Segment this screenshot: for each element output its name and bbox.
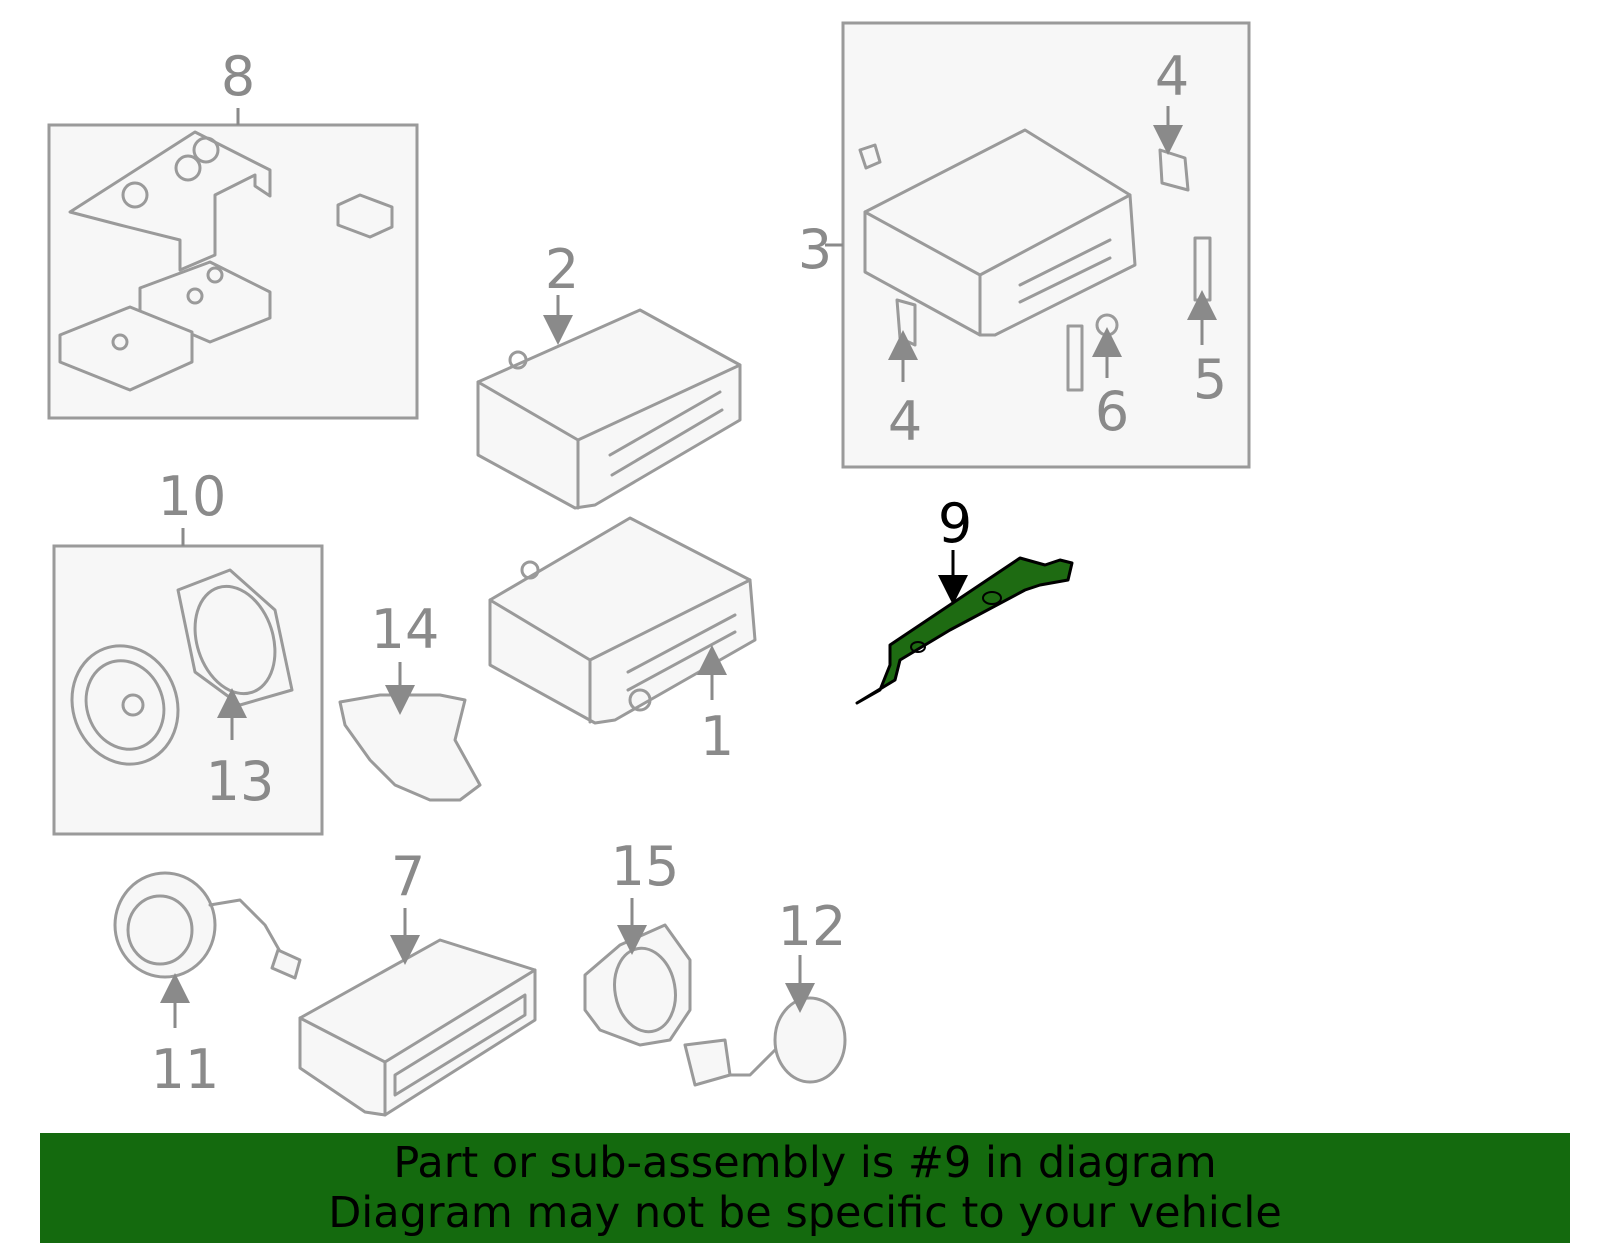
callout-5: 5 [1193,348,1227,411]
callout-6: 6 [1095,380,1129,443]
callout-1: 1 [700,705,734,768]
bracket-14 [338,662,482,802]
banner-line-1: Part or sub-assembly is #9 in diagram [393,1138,1217,1188]
speaker-bezel-15 [583,898,692,1047]
assembly-10-box [52,528,324,836]
callout-14: 14 [371,598,440,661]
callout-12: 12 [778,895,847,958]
banner-line-2: Diagram may not be specific to your vehi… [328,1188,1282,1238]
radio-unit-2 [476,295,742,510]
callout-9: 9 [938,492,972,555]
callout-4-bottom: 4 [888,390,922,453]
callout-3: 3 [798,218,832,281]
pocket-7 [298,908,537,1117]
callout-10: 10 [158,465,227,528]
callout-15: 15 [611,835,680,898]
callout-8: 8 [221,45,255,108]
tweeter-12 [683,955,847,1087]
callout-7: 7 [391,845,425,908]
callout-11: 11 [151,1038,220,1101]
radio-unit-1 [488,516,757,725]
info-banner: Part or sub-assembly is #9 in diagram Di… [40,1133,1570,1243]
bracket-9-highlighted [855,550,1074,705]
speaker-11 [113,871,302,1028]
assembly-3-box [825,21,1251,469]
callout-4-top: 4 [1155,45,1189,108]
assembly-8-box [47,108,419,420]
callout-2: 2 [545,238,579,301]
callout-13: 13 [206,750,275,813]
